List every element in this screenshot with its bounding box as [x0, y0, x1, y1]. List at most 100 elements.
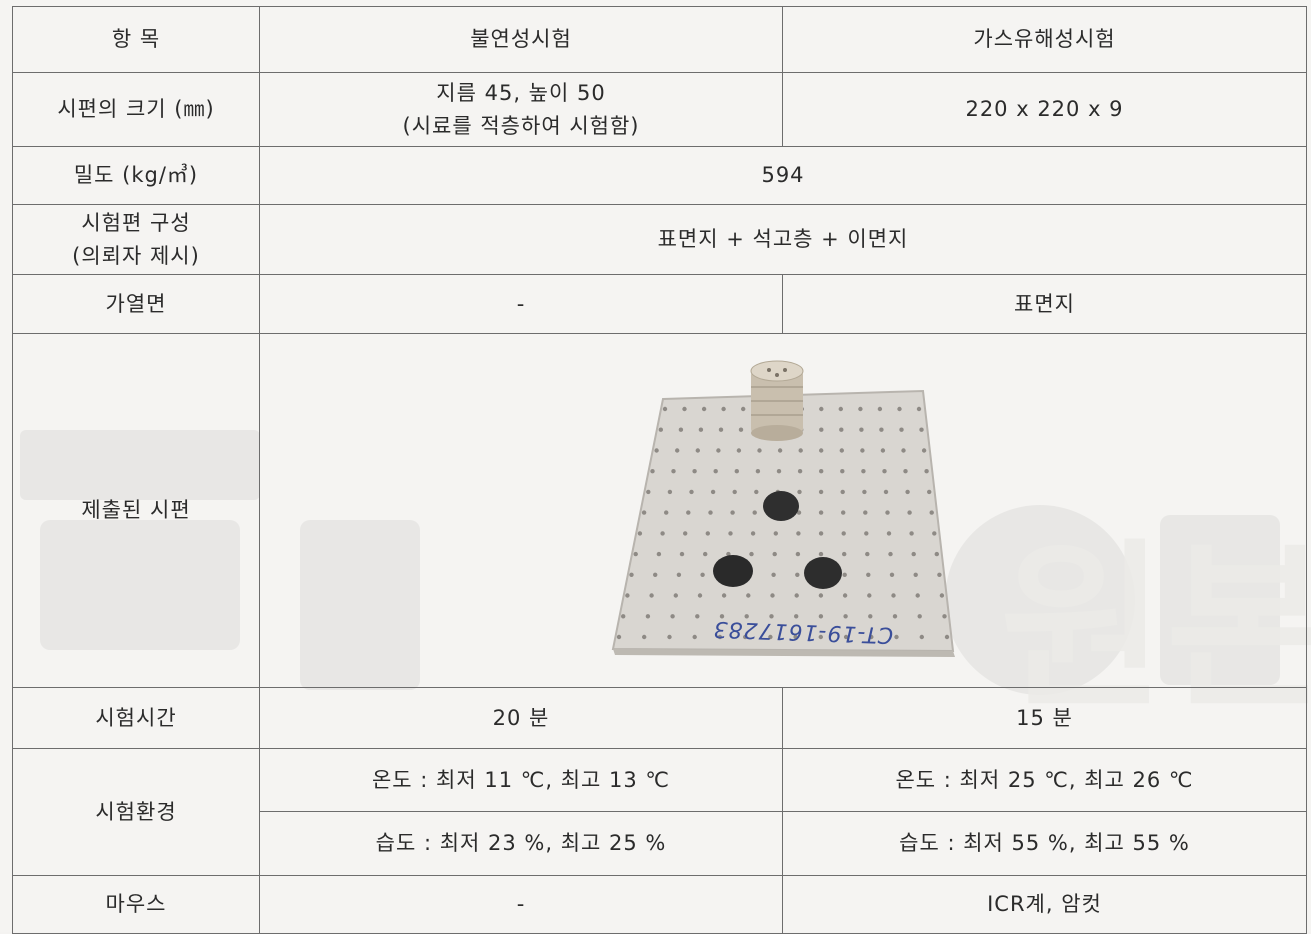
- perforation-dot: [701, 406, 707, 411]
- perforation-dot: [796, 530, 801, 536]
- perforation-dot: [924, 468, 929, 473]
- perforation-dot: [916, 406, 922, 411]
- perforation-dot: [913, 572, 918, 577]
- perforation-dot: [888, 551, 893, 556]
- perforation-dot: [868, 613, 873, 618]
- perforation-dot: [768, 634, 773, 639]
- perforation-dot: [860, 447, 865, 453]
- perforation-dot: [819, 406, 824, 411]
- specimen-photo: CT-19-1617283: [611, 360, 955, 657]
- perforation-dot: [621, 613, 626, 618]
- specimen-size-gas-toxicity: 220 x 220 x 9: [782, 72, 1307, 147]
- perforation-dot: [741, 406, 746, 411]
- header-row: 항 목 불연성시험 가스유해성시험: [12, 6, 1307, 73]
- perforation-dot: [695, 447, 700, 453]
- perforation-dot: [795, 551, 801, 556]
- perforation-dot: [616, 634, 622, 639]
- perforation-dot: [944, 634, 950, 639]
- perforation-dot: [894, 634, 899, 639]
- perforation-dot: [858, 406, 863, 411]
- perforation-dot: [818, 634, 823, 639]
- perforation-dot: [686, 509, 691, 515]
- perforation-dot: [718, 427, 724, 432]
- perforation-dot: [660, 530, 665, 536]
- perforation-dot: [818, 489, 824, 494]
- test-time-gas-toxicity: 15 분: [782, 687, 1307, 749]
- perforation-dot: [710, 489, 716, 494]
- perforation-dot: [662, 406, 668, 411]
- perforation-dot: [867, 592, 872, 598]
- perforation-dot: [797, 489, 802, 494]
- perforation-dot: [726, 551, 731, 556]
- perforation-dot: [670, 613, 675, 618]
- perforation-dot: [929, 509, 934, 515]
- perforation-dot: [728, 530, 733, 536]
- header-noncombustibility: 불연성시험: [259, 6, 783, 73]
- perforation-dot: [667, 634, 672, 639]
- perforation-dot: [717, 634, 723, 639]
- perforation-dot: [625, 592, 630, 598]
- perforation-dot: [795, 572, 800, 577]
- perforation-dot: [921, 447, 927, 453]
- perforation-dot: [897, 406, 902, 411]
- perforation-dot: [700, 572, 705, 577]
- submitted-specimen-label: 제출된 시편: [12, 333, 260, 688]
- perforation-dot: [637, 530, 643, 536]
- perforation-dot: [689, 489, 694, 494]
- perforation-dot: [919, 427, 924, 432]
- perforation-dot: [671, 468, 676, 473]
- perforation-dot: [843, 613, 848, 618]
- perforation-dot: [919, 634, 924, 639]
- composition-label-main: 시험편 구성: [81, 210, 191, 235]
- perforation-dot: [842, 592, 848, 598]
- cut-hole-1: [763, 490, 799, 521]
- perforation-dot: [818, 613, 824, 618]
- perforation-dot: [730, 509, 735, 515]
- environment-humidity-row: 습도 : 최저 23 %, 최고 25 % 습도 : 최저 55 %, 최고 5…: [13, 811, 1307, 876]
- perforation-dot: [889, 572, 895, 577]
- perforation-dot: [932, 530, 937, 536]
- test-time-label: 시험시간: [12, 687, 260, 749]
- perforation-dot: [838, 406, 843, 411]
- perforation-dot: [818, 509, 824, 515]
- perforation-dot: [794, 592, 799, 598]
- perforation-dot: [819, 427, 824, 432]
- perforation-dot: [886, 530, 892, 536]
- specimen-size-note: (시료를 적층하여 시험함): [402, 113, 640, 138]
- composition-value: 표면지 + 석고층 + 이면지: [259, 204, 1307, 275]
- perforation-dot: [882, 468, 887, 473]
- perforation-dot: [653, 572, 658, 577]
- perforation-dot: [877, 406, 883, 411]
- perforation-dot: [841, 509, 846, 515]
- perforation-dot: [755, 468, 761, 473]
- perforation-dot: [942, 613, 947, 618]
- density-row: 밀도 (kg/㎥) 594: [12, 146, 1307, 205]
- perforation-dot: [818, 551, 824, 556]
- perforation-dot: [716, 447, 721, 453]
- perforation-dot: [880, 447, 886, 453]
- perforation-dot: [772, 551, 777, 556]
- perforation-dot: [864, 530, 869, 536]
- perforation-dot: [891, 592, 896, 598]
- perforation-dot: [859, 427, 864, 432]
- density-value: 594: [259, 146, 1307, 205]
- perforation-dot: [934, 551, 939, 556]
- perforation-dot: [675, 447, 680, 453]
- perforation-dot: [841, 530, 846, 536]
- perforation-dot: [708, 509, 713, 515]
- composition-label-sub: (의뢰자 제시): [72, 243, 200, 268]
- environment-label: 시험환경: [12, 748, 260, 876]
- perforation-dot: [883, 489, 889, 494]
- environment-humidity-noncombustibility: 습도 : 최저 23 %, 최고 25 %: [259, 811, 783, 876]
- perforation-dot: [879, 427, 884, 432]
- header-gas-toxicity: 가스유해성시험: [782, 6, 1307, 73]
- header-item: 항 목: [12, 6, 260, 73]
- perforation-dot: [927, 489, 932, 494]
- perforation-dot: [907, 509, 912, 515]
- perforation-dot: [777, 447, 783, 453]
- cut-hole-2: [713, 554, 753, 587]
- perforation-dot: [683, 530, 688, 536]
- perforation-dot: [738, 427, 744, 432]
- perforation-dot: [861, 468, 866, 473]
- environment-humidity-gas-toxicity: 습도 : 최저 55 %, 최고 55 %: [782, 811, 1307, 876]
